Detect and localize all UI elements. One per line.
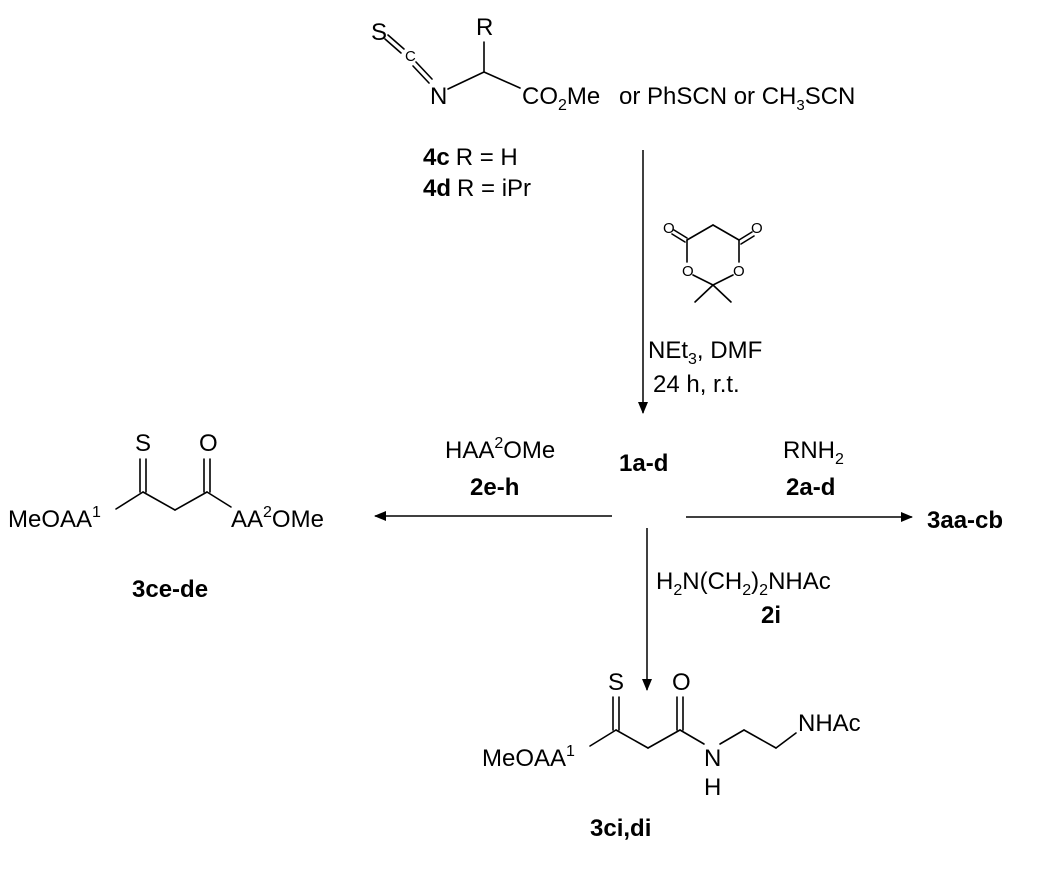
atom-o-carbonyl-left: O <box>663 220 675 237</box>
ester-label: CO2Me <box>522 83 600 114</box>
atom-n-bottom: N <box>704 745 721 772</box>
bond-o4-c6 <box>692 274 714 286</box>
atom-o-left: O <box>199 430 218 457</box>
atom-o-ring-right: O <box>733 263 745 280</box>
bond-ca-ester <box>483 71 521 89</box>
bond-c-n-b <box>679 729 705 745</box>
bond-o-c2 <box>673 229 688 239</box>
atom-o-ring-left: O <box>682 263 694 280</box>
right-group-label: AA2OMe <box>231 504 324 533</box>
bond-n-ch2 <box>719 729 745 745</box>
atom-s-left: S <box>135 430 151 457</box>
bond-c-ch2 <box>142 491 176 511</box>
right-reagent-id: 2a-d <box>786 474 835 501</box>
bond-aa1-c-b <box>589 729 617 747</box>
bond-c2-c1 <box>686 224 714 241</box>
bond-c-n-2 <box>412 65 430 84</box>
bond-s-c-2 <box>384 38 402 54</box>
atom-n: N <box>430 83 447 110</box>
bond-s-c <box>387 34 405 50</box>
bottom-left-group: MeOAA1 <box>482 743 575 772</box>
left-reagent: HAA2OMe <box>445 435 555 464</box>
bond-c-n <box>415 61 433 80</box>
bottom-product-id: 3ci,di <box>590 815 651 842</box>
intermediate-label: 1a-d <box>619 450 668 477</box>
bottom-reagent: H2N(CH2)2NHAc <box>656 568 831 599</box>
right-product-id: 3aa-cb <box>927 507 1003 534</box>
conditions-base: NEt3, DMF <box>648 337 762 368</box>
left-group-label: MeOAA1 <box>8 504 101 533</box>
bottom-reagent-id: 2i <box>761 602 781 629</box>
bond-ch2-c-b <box>647 729 681 749</box>
atom-o-bottom: O <box>672 669 691 696</box>
right-reagent: RNH2 <box>783 437 844 468</box>
bond-ch2-ch2 <box>743 729 777 749</box>
bond-c6-me2 <box>712 284 732 303</box>
bond-aa1-c <box>115 491 144 510</box>
conditions-time: 24 h, r.t. <box>653 371 740 398</box>
bond-ch2-c <box>174 491 208 511</box>
bond-c1-c3 <box>712 224 740 241</box>
bond-c3-o <box>738 231 753 241</box>
meldrums-acid-structure: O O O O <box>663 220 763 303</box>
thioamide-ethylenediamine-structure: S O MeOAA1 N H NHAc <box>482 669 861 801</box>
bond-c-aa2 <box>206 491 232 508</box>
bond-o5-c6 <box>712 274 734 286</box>
atom-s: S <box>371 19 387 46</box>
bond-c3-o-2 <box>740 235 755 245</box>
atom-r: R <box>476 14 493 41</box>
alternative-reagents: or PhSCN or CH3SCN <box>619 83 855 114</box>
thioamide-amide-structure: S O MeOAA1 AA2OMe <box>8 430 324 533</box>
bond-c-ch2-b <box>615 729 649 749</box>
atom-o-carbonyl-right: O <box>751 220 763 237</box>
atom-c: C <box>405 48 416 65</box>
bond-n-ca <box>447 71 485 90</box>
left-reagent-id: 2e-h <box>470 474 519 501</box>
bond-ch2-nhac <box>775 732 797 749</box>
atom-s-bottom: S <box>608 669 624 696</box>
isothiocyanate-structure: S C N R CO2Me <box>371 14 600 114</box>
atom-h-bottom: H <box>704 774 721 801</box>
bond-c6-me1 <box>694 284 714 303</box>
bottom-end-group: NHAc <box>798 710 861 737</box>
left-product-id: 3ce-de <box>132 576 208 603</box>
bond-o-c2-2 <box>671 233 686 243</box>
